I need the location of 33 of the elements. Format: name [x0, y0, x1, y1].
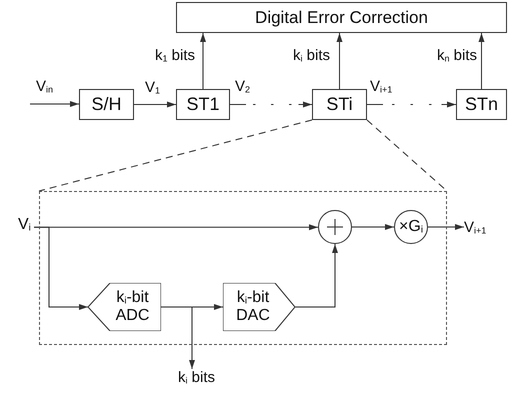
arrow: [200, 32, 206, 90]
dotted-arrow: [366, 102, 456, 108]
block-label: STn: [464, 94, 498, 115]
arrow: [30, 101, 80, 107]
arrow: [34, 226, 88, 310]
block-label: STi: [326, 94, 353, 115]
operator-circle: [394, 210, 428, 244]
adc-block: [88, 283, 161, 331]
gain-label: ×G$_{i}$: [399, 218, 423, 236]
block-label: k$_{i}$-bit DAC: [235, 288, 271, 326]
dac-block: [223, 283, 295, 331]
block-label: Digital Error Correction: [255, 8, 428, 28]
process-box: [176, 2, 507, 33]
block-label: k$_{i}$-bit ADC: [114, 288, 150, 326]
process-box: [79, 89, 134, 120]
arrow: [160, 304, 224, 310]
arrow: [294, 244, 338, 308]
block-label: ST1: [186, 94, 220, 115]
process-box: [456, 89, 507, 120]
block-label: S/H: [91, 94, 122, 115]
process-box: [312, 89, 367, 120]
adder-circle: [318, 210, 352, 244]
arrow: [352, 224, 394, 230]
arrow: [478, 32, 484, 90]
dotted-arrow: [230, 102, 312, 108]
detail-view-box: [39, 191, 447, 345]
signal-label: V$_{i}$: [18, 214, 34, 236]
arrow: [428, 224, 464, 230]
zoom-line: [38, 120, 312, 192]
arrow: [189, 306, 195, 370]
arrow: [134, 102, 176, 108]
process-box: [176, 89, 230, 120]
arrow: [336, 32, 342, 90]
